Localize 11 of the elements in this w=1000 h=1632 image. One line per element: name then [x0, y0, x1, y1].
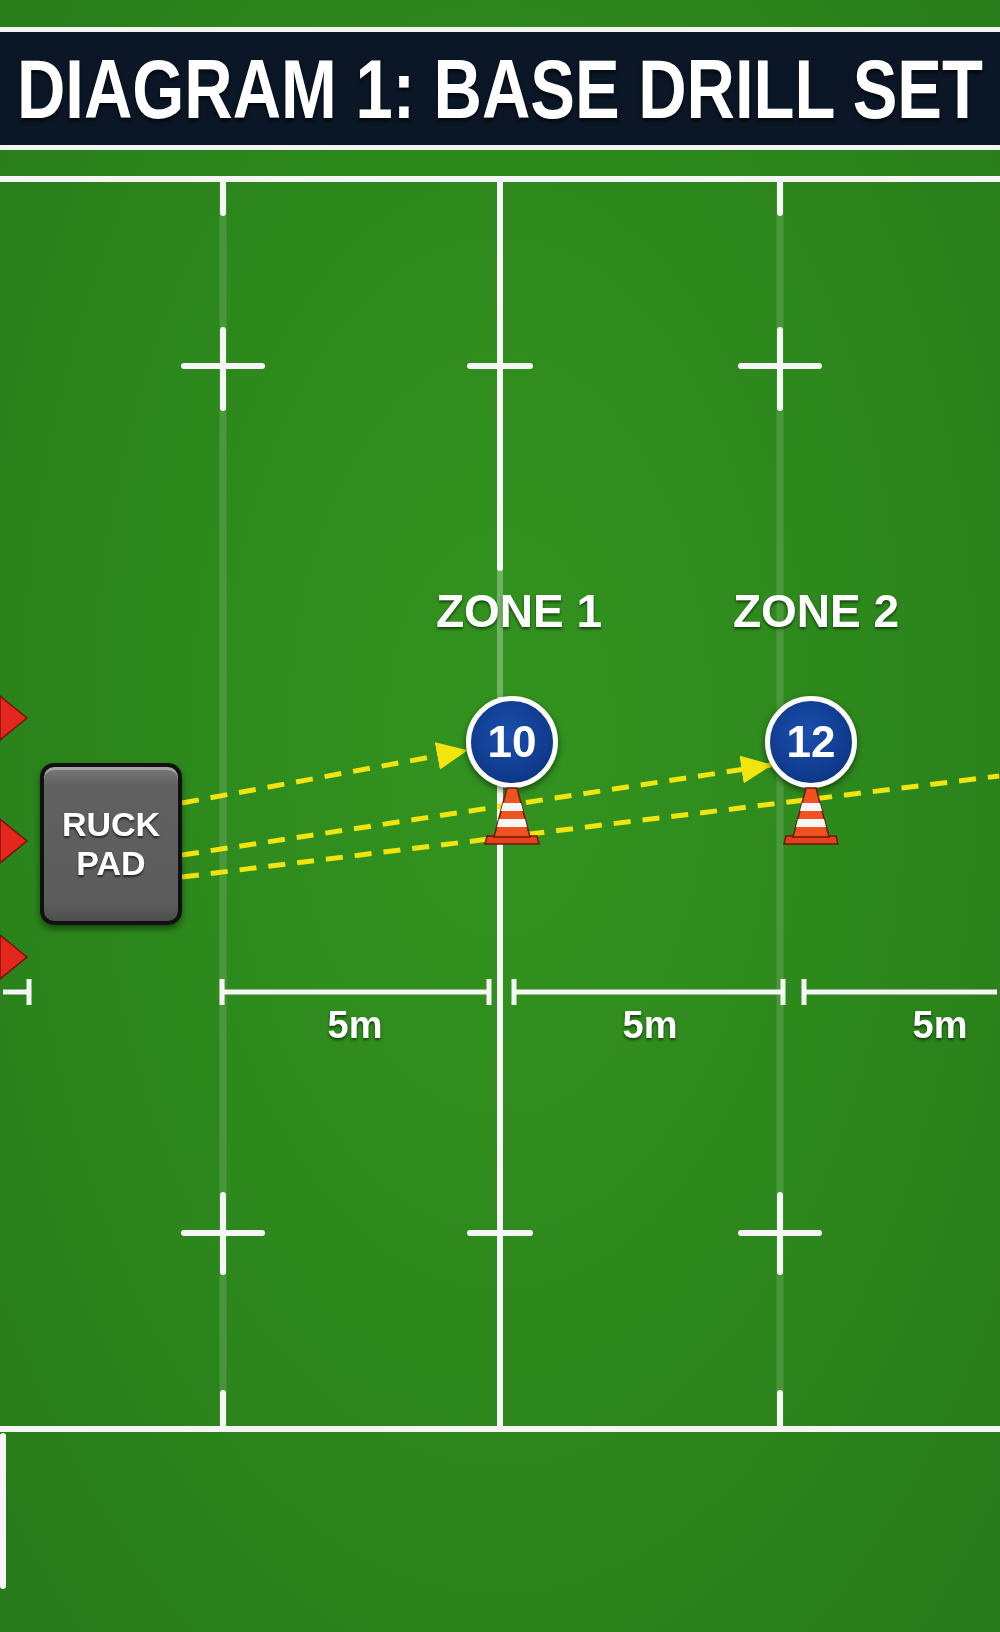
dimension-label: 5m [327, 1006, 383, 1044]
zone-label: ZONE 2 [732, 588, 900, 634]
dimension-label: 5m [622, 1006, 678, 1044]
player-marker: 12 [765, 696, 857, 788]
pass-arrow [181, 742, 468, 806]
title: DIAGRAM 1: BASE DRILL SET [17, 46, 983, 131]
dimension-label: 5m [912, 1006, 968, 1044]
player-marker: 10 [466, 696, 558, 788]
ruck-pad: RUCK PAD [40, 763, 182, 925]
pass-arrow [181, 755, 773, 858]
zone-label: ZONE 1 [435, 588, 603, 634]
